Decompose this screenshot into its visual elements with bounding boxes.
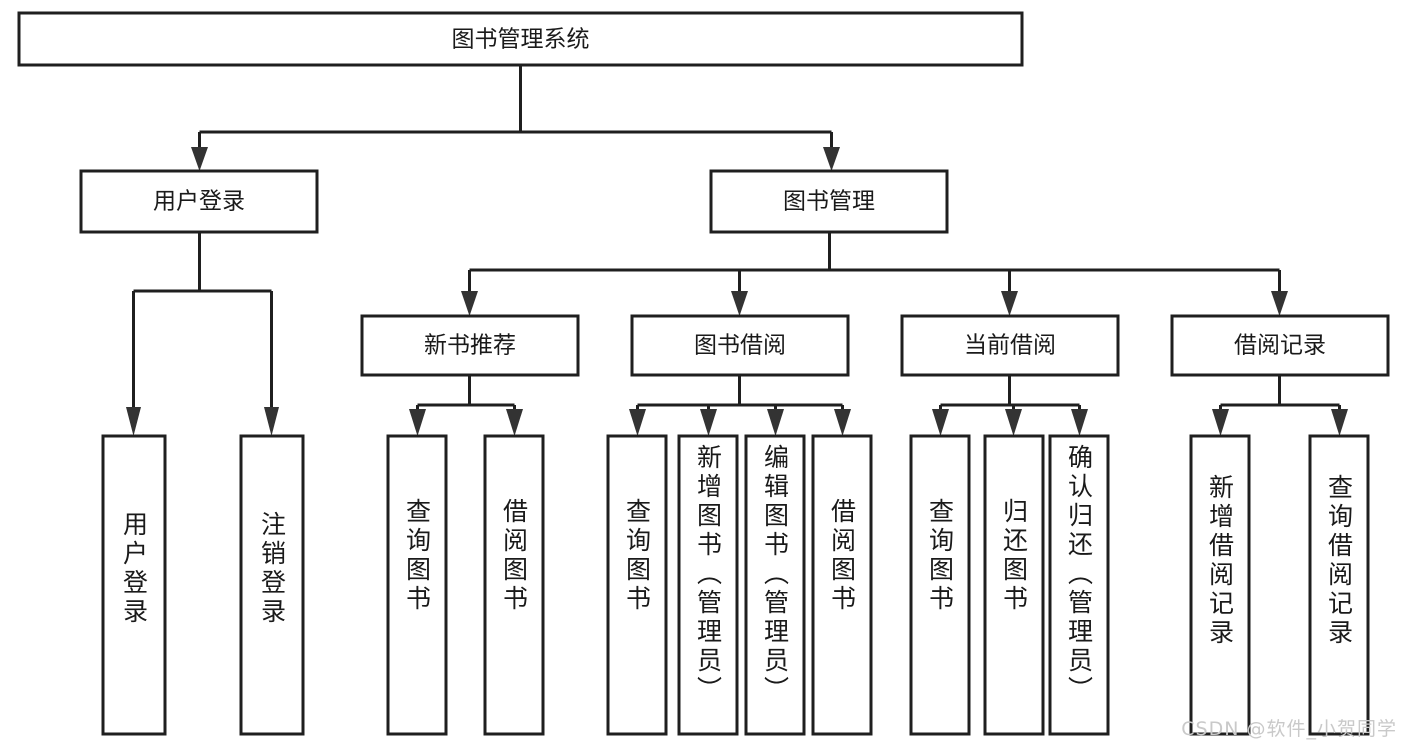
arrow-leaf-confirm-return-icon <box>1071 409 1088 436</box>
arrow-leaf-return-book-icon <box>1005 409 1022 436</box>
node-new-book-recommend-label: 新书推荐 <box>424 333 516 359</box>
node-leaf-query-book-2-box[interactable] <box>606 434 668 736</box>
arrow-to-user-login-icon <box>191 147 208 171</box>
node-user-login-label: 用户登录 <box>153 189 245 215</box>
node-book-manage-label: 图书管理 <box>783 189 875 215</box>
arrow-leaf-borrow-book-2-icon <box>834 409 851 436</box>
edges-layer <box>126 65 1348 436</box>
arrow-to-borrow-record-icon <box>1271 291 1288 316</box>
node-new-book-recommend-box[interactable] <box>360 314 580 377</box>
node-new-book-recommend[interactable]: 新书推荐 <box>360 314 580 377</box>
node-borrow-record-label: 借阅记录 <box>1234 333 1326 359</box>
watermark-text: CSDN @软件_小贺同学 <box>1181 718 1397 740</box>
arrow-to-current-borrow-icon <box>1001 291 1018 316</box>
arrow-leaf-add-book-icon <box>700 409 717 436</box>
arrow-leaf-query-book-3-icon <box>932 409 949 436</box>
arrow-leaf-query-book-1-icon <box>409 409 426 436</box>
node-current-borrow-label: 当前借阅 <box>964 333 1056 359</box>
arrow-leaf-query-book-2-icon <box>629 409 646 436</box>
arrow-leaf-add-record-icon <box>1212 409 1229 436</box>
node-root-box[interactable] <box>17 11 1024 67</box>
node-leaf-logout-box[interactable] <box>239 434 305 736</box>
node-current-borrow[interactable]: 当前借阅 <box>900 314 1120 377</box>
arrow-leaf-logout-icon <box>264 407 279 436</box>
node-leaf-confirm-return-box[interactable] <box>1048 434 1110 736</box>
node-user-login[interactable]: 用户登录 <box>79 169 319 234</box>
node-book-borrow-label: 图书借阅 <box>694 333 786 359</box>
node-book-manage-box[interactable] <box>709 169 949 234</box>
node-leaf-add-record-box[interactable] <box>1189 434 1251 736</box>
node-leaf-borrow-book-1-box[interactable] <box>483 434 545 736</box>
node-root-label: 图书管理系统 <box>452 27 590 53</box>
node-leaf-edit-book-box[interactable] <box>744 434 806 736</box>
arrow-leaf-query-record-icon <box>1331 409 1348 436</box>
node-book-borrow-box[interactable] <box>630 314 850 377</box>
node-leaf-query-book-3-box[interactable] <box>909 434 971 736</box>
node-current-borrow-box[interactable] <box>900 314 1120 377</box>
node-user-login-box[interactable] <box>79 169 319 234</box>
node-leaf-query-record-box[interactable] <box>1308 434 1370 736</box>
arrow-to-new-book-recommend-icon <box>461 291 478 316</box>
node-borrow-record-box[interactable] <box>1170 314 1390 377</box>
arrow-to-book-manage-icon <box>823 147 840 171</box>
node-root[interactable]: 图书管理系统 <box>17 11 1024 67</box>
node-leaf-return-book-box[interactable] <box>983 434 1045 736</box>
arrow-leaf-edit-book-icon <box>767 409 784 436</box>
node-book-manage[interactable]: 图书管理 <box>709 169 949 234</box>
arrow-leaf-user-login-icon <box>126 407 141 436</box>
arrow-leaf-borrow-book-1-icon <box>506 409 523 436</box>
node-book-borrow[interactable]: 图书借阅 <box>630 314 850 377</box>
node-leaf-user-login-box[interactable] <box>101 434 167 736</box>
node-leaf-add-book-box[interactable] <box>677 434 739 736</box>
node-leaf-borrow-book-2-box[interactable] <box>811 434 873 736</box>
node-leaf-query-book-1-box[interactable] <box>386 434 448 736</box>
node-borrow-record[interactable]: 借阅记录 <box>1170 314 1390 377</box>
arrow-to-book-borrow-icon <box>731 291 748 316</box>
